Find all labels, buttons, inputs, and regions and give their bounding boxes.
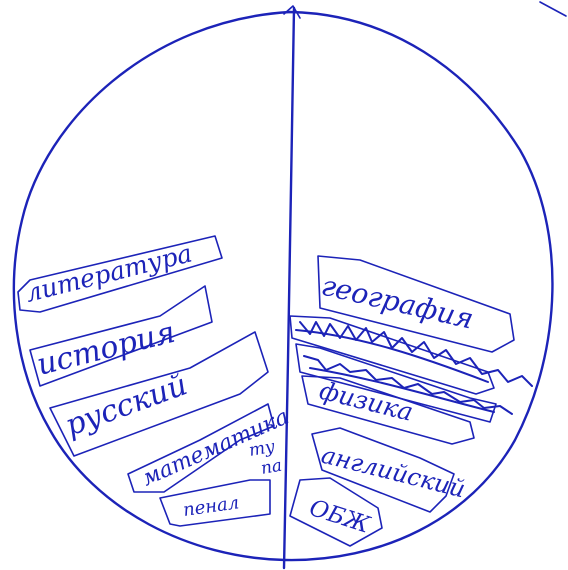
label-literature: литература (18, 236, 222, 312)
label-history: история (30, 286, 212, 386)
label-obzh-text: ОБЖ (306, 495, 374, 539)
label-history-text: история (33, 315, 178, 383)
label-geography-text: география (318, 269, 476, 336)
label-pencil-text: пенал (182, 492, 241, 521)
label-small: ту па (247, 437, 283, 479)
scribble-strokes (296, 330, 488, 382)
label-english-text: английский (319, 441, 469, 504)
label-russian-text: русский (61, 367, 192, 443)
divider-line (284, 8, 294, 568)
label-english: английский (312, 428, 468, 512)
corner-stroke (540, 2, 566, 16)
label-physics-text: физика (317, 376, 416, 427)
label-small-line-2: па (259, 456, 283, 479)
label-pencil: пенал (160, 480, 270, 526)
